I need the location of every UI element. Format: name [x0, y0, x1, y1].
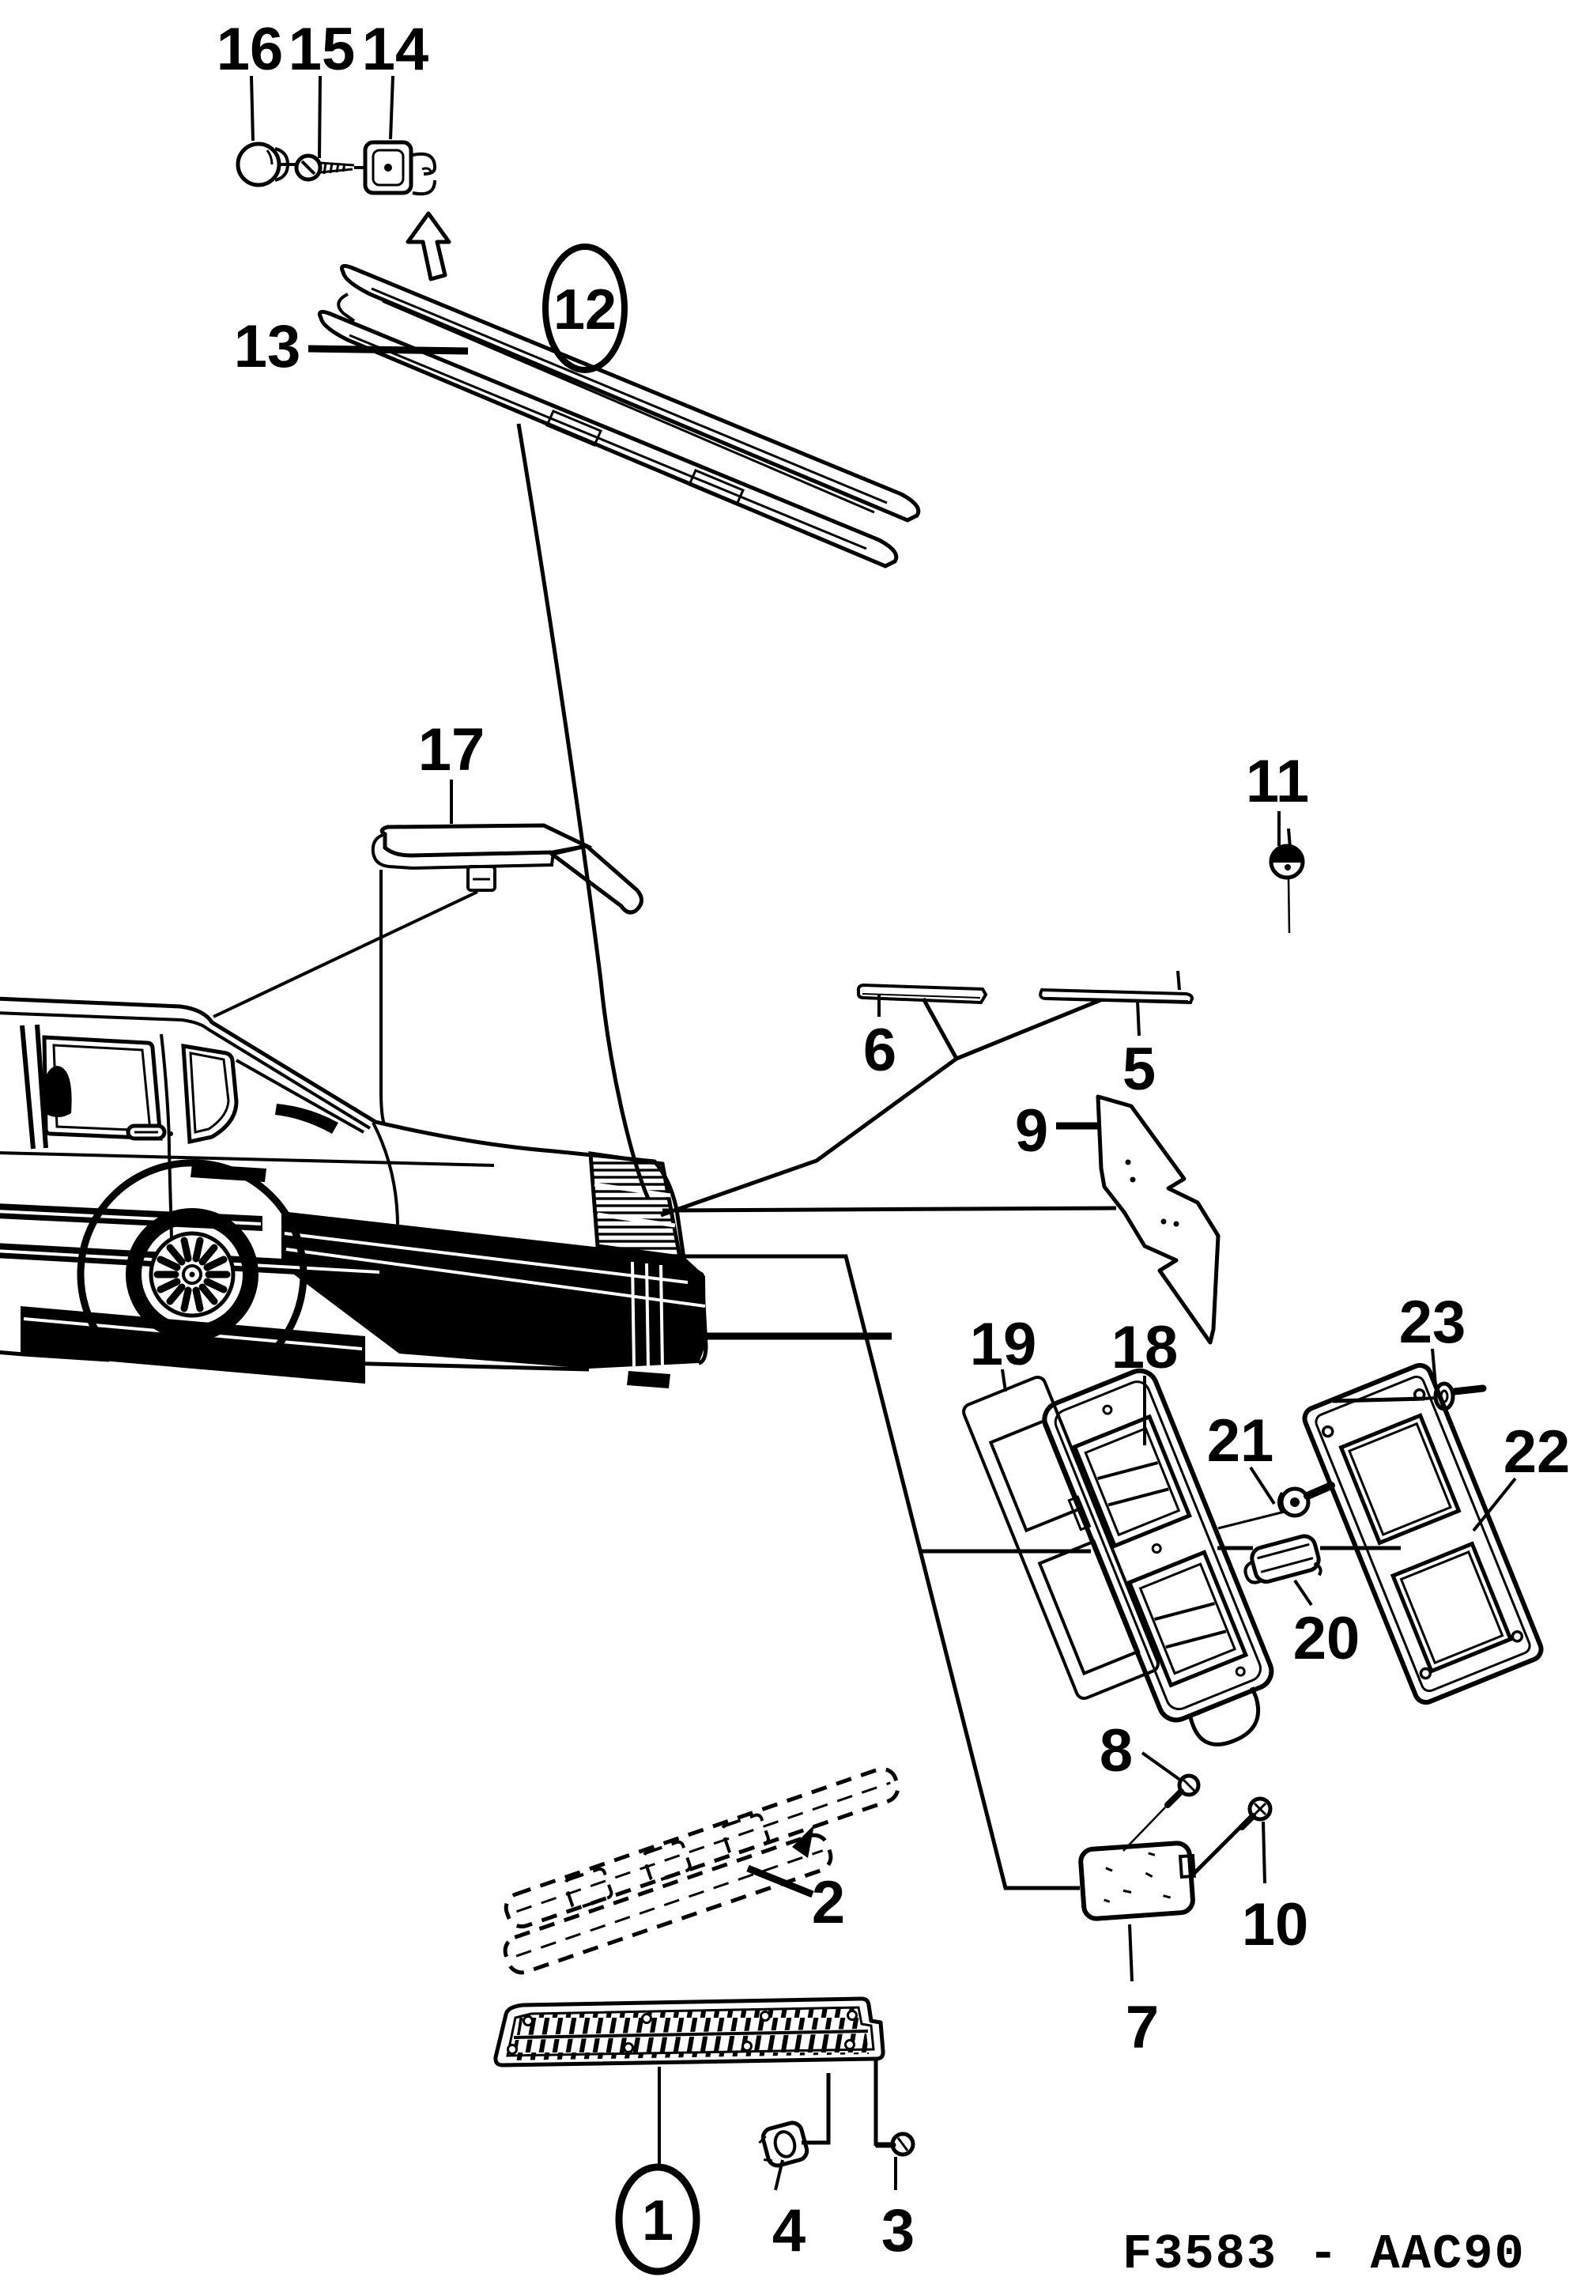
figure-code: F3583 - AAC90 — [1122, 2226, 1526, 2283]
leaders-thin — [213, 75, 1517, 2191]
part-11-fastener — [1269, 844, 1305, 880]
part-4-clip-nut — [758, 2120, 809, 2168]
part-5-moulding-strip — [1039, 988, 1194, 1005]
wheel-hub-dot — [189, 1271, 195, 1278]
callout-8: 8 — [1100, 1717, 1133, 1784]
part-22-licence-plate-holder — [1302, 1362, 1544, 1705]
spoiler-long-leader — [516, 423, 651, 1199]
part-18-lamp-housing — [1042, 1368, 1274, 1747]
part-23-rivet-screw — [1411, 1381, 1487, 1411]
callout-12: 12 — [553, 278, 617, 342]
callout-22: 22 — [1504, 1418, 1571, 1486]
callout-10: 10 — [1242, 1891, 1309, 1958]
callout-18: 18 — [1111, 1314, 1179, 1381]
callout-circle-12 — [542, 244, 628, 373]
part-1-vent-grille — [493, 1996, 885, 2068]
part-8-screw — [1164, 1773, 1201, 1808]
callout-1: 1 — [642, 2189, 673, 2253]
part-9-protective-sheet — [1096, 1094, 1221, 1345]
wheel-spokes — [153, 1237, 231, 1312]
wheel-arch — [77, 1159, 308, 1351]
callout-circle-1 — [615, 2163, 700, 2275]
part-6-moulding-strip — [856, 983, 988, 1005]
removal-arrow-icon — [406, 211, 451, 281]
callout-7: 7 — [1126, 1994, 1159, 2061]
callout-16: 16 — [217, 16, 284, 83]
tail-light-dividers — [594, 1182, 676, 1228]
callout-6: 6 — [863, 1017, 896, 1084]
grille-holes — [507, 2010, 858, 2055]
callout-9: 9 — [1015, 1097, 1048, 1165]
callout-20: 20 — [1293, 1605, 1360, 1672]
wheel-hub — [182, 1264, 202, 1285]
quarter-window — [181, 1044, 239, 1145]
part-21-rivet — [1217, 1482, 1335, 1530]
part-10-screw — [1239, 1796, 1273, 1830]
callout-11: 11 — [1246, 748, 1309, 815]
part-7-licence-plate-lamp — [1078, 1841, 1196, 1921]
callout-15: 15 — [289, 16, 356, 83]
part-15-screw — [280, 153, 365, 182]
part-14-clip — [363, 140, 437, 196]
lamp-to-housing-hairlines — [1122, 877, 1291, 1852]
callout-17: 17 — [418, 716, 485, 784]
callout-5: 5 — [1122, 1036, 1156, 1103]
headrest-silhouette — [43, 1066, 72, 1117]
tire — [126, 1208, 258, 1341]
callout-21: 21 — [1207, 1407, 1274, 1475]
car-b-pillar — [20, 1024, 48, 1150]
part-17-bracket — [371, 823, 643, 915]
black-trim-and-bumpers — [0, 1104, 706, 1388]
callout-3: 3 — [881, 2197, 915, 2264]
callout-23: 23 — [1399, 1289, 1466, 1356]
door-keyhole — [168, 1131, 173, 1136]
car-rear-quarter-drawing — [0, 996, 708, 1388]
quarter-window-inner — [189, 1052, 230, 1134]
rear-wheel — [77, 1159, 308, 1351]
part-20-clip — [1243, 1534, 1322, 1584]
leaders-heavy — [308, 345, 1099, 1898]
car-roof-trunk-double-lines — [0, 1011, 495, 1299]
part-3-screw — [874, 2132, 915, 2157]
callout-4: 4 — [772, 2197, 806, 2264]
part-13-spoiler — [318, 263, 921, 568]
callout-13: 13 — [234, 313, 301, 380]
leader-lines — [213, 75, 1517, 2191]
callout-2: 2 — [812, 1869, 845, 1936]
tail-light — [588, 1151, 683, 1259]
part-2-bumper-trim-hidden-lines — [503, 1766, 900, 1975]
callout-14: 14 — [362, 16, 429, 83]
callout-19: 19 — [970, 1311, 1037, 1378]
